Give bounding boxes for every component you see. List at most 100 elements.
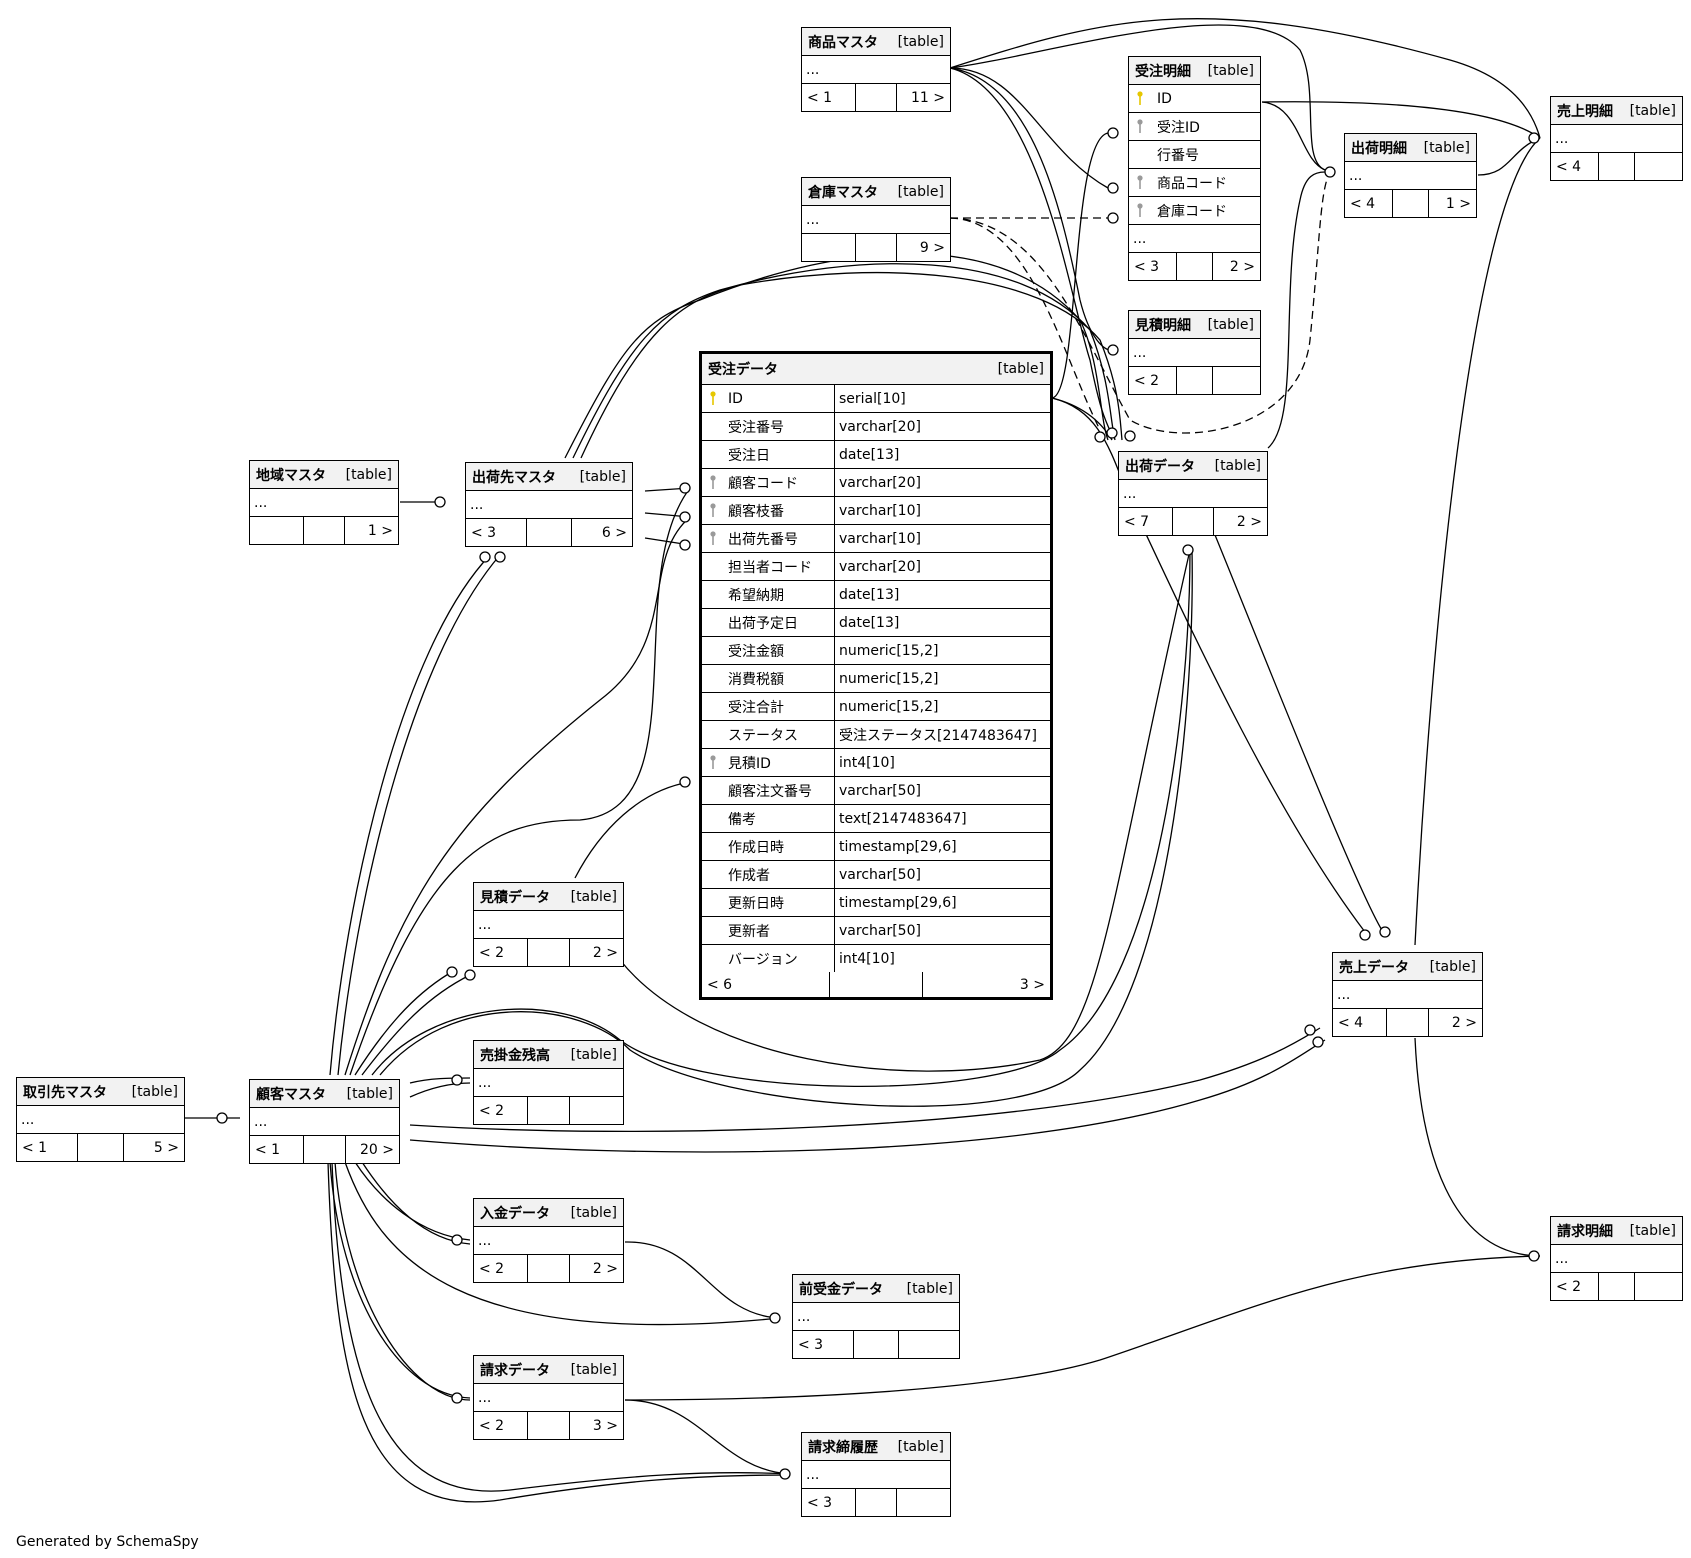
- children-count[interactable]: 1 >: [367, 522, 394, 539]
- parents-count[interactable]: < 6: [702, 972, 831, 997]
- children-count[interactable]: 5 >: [153, 1139, 179, 1156]
- column-name: 出荷先番号: [702, 525, 835, 552]
- parents-count[interactable]: < 4: [1345, 190, 1393, 217]
- column-type: varchar[10]: [839, 502, 921, 519]
- column-name-text: 受注金額: [728, 643, 784, 660]
- edge-sales-invoice-detail: [1414, 1037, 1541, 1257]
- parents-count[interactable]: < 3: [466, 519, 527, 546]
- table-closing[interactable]: 請求締履歴[table] ... < 3: [801, 1432, 951, 1517]
- table-name: 入金データ: [480, 1205, 550, 1222]
- parents-count[interactable]: < 2: [474, 1412, 529, 1439]
- children-count[interactable]: 9 >: [919, 239, 946, 256]
- parents-count[interactable]: < 2: [474, 1097, 529, 1124]
- primary-key-icon: [710, 391, 716, 405]
- column-name: ステータス: [702, 721, 835, 748]
- parents-count[interactable]: < 4: [1551, 153, 1599, 180]
- children-count[interactable]: [897, 1489, 950, 1516]
- edge-customer-shipment-b: [379, 549, 1193, 1107]
- table-region[interactable]: 地域マスタ[table] ... 1 >: [249, 460, 399, 545]
- edge-customer-payment-b: [361, 1161, 471, 1245]
- columns-ellipsis: ...: [1333, 981, 1482, 1009]
- children-count[interactable]: [570, 1097, 623, 1124]
- children-count[interactable]: 2 >: [592, 944, 618, 961]
- column-type: numeric[15,2]: [839, 642, 939, 659]
- table-tag: [table]: [1423, 139, 1470, 156]
- column-row: 行番号: [1129, 141, 1260, 169]
- parents-count[interactable]: [250, 517, 304, 544]
- table-invoice-detail[interactable]: 請求明細[table] ... < 2: [1550, 1216, 1683, 1301]
- primary-key-icon: [1137, 91, 1143, 105]
- columns-ellipsis: ...: [1345, 162, 1476, 190]
- children-count[interactable]: [1213, 367, 1260, 394]
- parents-count[interactable]: < 4: [1333, 1009, 1388, 1036]
- children-count[interactable]: 20 >: [359, 1141, 394, 1158]
- table-tag: [table]: [1207, 316, 1254, 333]
- edge-customer-invoice-b: [334, 1161, 471, 1401]
- columns-ellipsis: ...: [802, 56, 950, 84]
- column-type: timestamp[29,6]: [839, 894, 957, 911]
- children-count[interactable]: 2 >: [592, 1260, 618, 1277]
- parents-count[interactable]: [802, 234, 856, 261]
- children-count[interactable]: 2 >: [1236, 513, 1263, 530]
- parents-count[interactable]: < 2: [1551, 1273, 1599, 1300]
- edge-customer-closing-a: [327, 1161, 791, 1503]
- parents-count[interactable]: < 2: [474, 939, 529, 966]
- children-count[interactable]: 3 >: [1019, 976, 1045, 993]
- edge-order-detail-ship-detail: [1261, 101, 1326, 171]
- column-name-text: 消費税額: [728, 671, 784, 688]
- column-name: 作成者: [702, 861, 835, 888]
- table-ar-balance[interactable]: 売掛金残高[table] ... < 2: [473, 1040, 624, 1125]
- children-count[interactable]: 6 >: [601, 524, 627, 541]
- children-count[interactable]: [1635, 153, 1682, 180]
- children-count[interactable]: [1635, 1273, 1682, 1300]
- children-count[interactable]: 2 >: [1451, 1014, 1477, 1031]
- parents-count[interactable]: < 1: [250, 1136, 305, 1163]
- parents-count[interactable]: < 7: [1119, 508, 1173, 535]
- edge-warehouse-ship-detail: [949, 171, 1331, 434]
- children-count[interactable]: 3 >: [592, 1417, 618, 1434]
- parents-count[interactable]: < 2: [1129, 367, 1177, 394]
- column-type: numeric[15,2]: [839, 670, 939, 687]
- parents-count[interactable]: < 3: [1129, 253, 1177, 280]
- children-count[interactable]: 2 >: [1229, 258, 1256, 275]
- column-type: varchar[20]: [839, 418, 921, 435]
- table-quote-detail[interactable]: 見積明細[table] ... < 2: [1128, 310, 1261, 395]
- children-count[interactable]: 11 >: [911, 89, 946, 106]
- children-count[interactable]: [899, 1331, 959, 1358]
- table-order-detail[interactable]: 受注明細[table] ID 受注ID 行番号 商品コード 倉庫コード ... …: [1128, 56, 1261, 281]
- edge-customer-invoice-a: [329, 1161, 471, 1399]
- table-name: 取引先マスタ: [23, 1084, 107, 1101]
- table-advance[interactable]: 前受金データ[table] ... < 3: [792, 1274, 960, 1359]
- column-name-text: 顧客コード: [728, 475, 798, 492]
- column-name: 作成日時: [702, 833, 835, 860]
- parents-count[interactable]: < 1: [17, 1134, 78, 1161]
- parents-count[interactable]: < 3: [802, 1489, 856, 1516]
- parents-count[interactable]: < 3: [793, 1331, 854, 1358]
- children-count[interactable]: 1 >: [1445, 195, 1472, 212]
- table-sales-detail[interactable]: 売上明細[table] ... < 4: [1550, 96, 1683, 181]
- parents-count[interactable]: < 1: [802, 84, 856, 111]
- columns-ellipsis: ...: [474, 911, 623, 939]
- table-tag: [table]: [897, 1438, 944, 1455]
- table-warehouse[interactable]: 倉庫マスタ[table] ... 9 >: [801, 177, 951, 262]
- parents-count[interactable]: < 2: [474, 1255, 529, 1282]
- column-name-text: 顧客注文番号: [728, 783, 812, 800]
- edge-ship-detail-sales-detail: [1477, 137, 1541, 176]
- table-name: 請求締履歴: [808, 1439, 878, 1456]
